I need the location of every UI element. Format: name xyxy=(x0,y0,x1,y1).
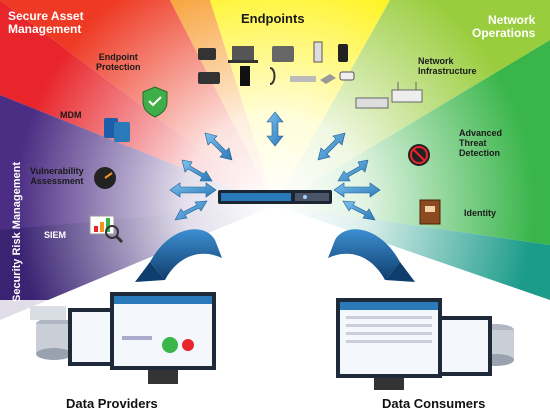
label-network-infrastructure: Network Infrastructure xyxy=(418,56,477,77)
arrow-right-upper xyxy=(337,159,369,182)
network-switch-icon xyxy=(355,82,423,109)
left-curve-arrow xyxy=(150,229,222,280)
label-data-consumers: Data Consumers xyxy=(382,396,486,411)
arrow-up xyxy=(266,111,284,147)
label-mdm: MDM xyxy=(60,110,82,120)
section-network-operations: Network Operations xyxy=(472,13,536,41)
database-icon-left xyxy=(30,306,72,360)
arrow-right-lower xyxy=(342,200,376,221)
endpoint-devices-icon xyxy=(198,41,355,86)
arrow-left xyxy=(169,182,217,198)
label-siem: SIEM xyxy=(44,230,67,240)
consumer-monitor-front xyxy=(336,298,442,390)
label-identity: Identity xyxy=(464,208,497,218)
gauge-icon xyxy=(94,167,116,189)
arrow-up-right xyxy=(317,132,346,161)
label-data-providers: Data Providers xyxy=(66,396,158,411)
provider-monitor-front xyxy=(110,292,216,384)
central-server-icon xyxy=(218,190,332,204)
section-secure-asset-management: Secure Asset Management xyxy=(8,9,84,37)
arrow-left-lower xyxy=(174,200,208,221)
label-advanced-threat-detection: Advanced Threat Detection xyxy=(459,128,503,159)
label-endpoint-protection: Endpoint Protection xyxy=(96,52,141,73)
chart-magnifier-icon xyxy=(89,215,124,244)
threat-block-icon xyxy=(408,144,430,166)
right-curve-arrow xyxy=(328,229,400,280)
label-vulnerability-assessment: Vulnerability Assessment xyxy=(30,166,84,187)
arrow-right xyxy=(333,182,381,198)
section-security-risk-management: Security Risk Management xyxy=(11,162,23,302)
section-endpoints: Endpoints xyxy=(241,11,305,26)
arrow-left-upper xyxy=(181,159,213,182)
arrow-up-left xyxy=(204,132,233,161)
identity-book-icon xyxy=(419,199,441,225)
mobile-devices-icon xyxy=(104,118,130,142)
